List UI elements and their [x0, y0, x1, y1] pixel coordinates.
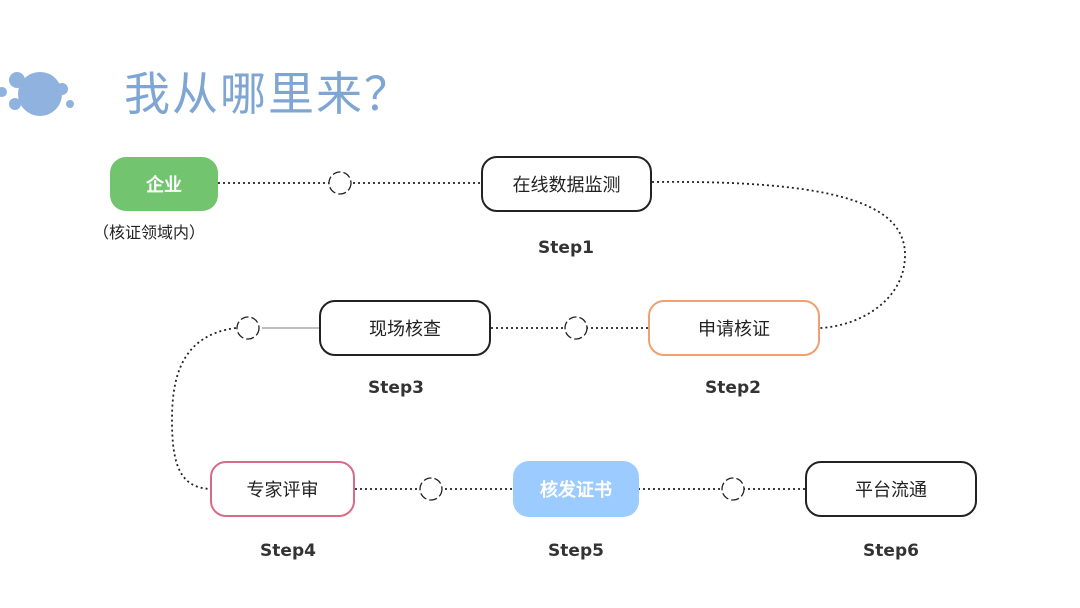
node-review[interactable]: 专家评审	[210, 461, 355, 517]
step-label-5: Step5	[548, 541, 604, 561]
step-label-6: Step6	[863, 541, 919, 561]
node-platform-label: 平台流通	[855, 480, 927, 501]
connector-node-4	[419, 477, 443, 501]
connector-node-2	[564, 316, 588, 340]
connector-inspect-review	[171, 327, 237, 490]
step-label-1: Step1	[538, 238, 594, 258]
connector-node-1	[328, 171, 352, 195]
step-label-2: Step2	[705, 378, 761, 398]
node-inspect-label: 现场核查	[369, 319, 441, 340]
step-label-3: Step3	[368, 378, 424, 398]
node-monitor-label: 在线数据监测	[512, 175, 621, 196]
step-label-4: Step4	[260, 541, 316, 561]
connector-node-3	[236, 316, 260, 340]
node-apply[interactable]: 申请核证	[648, 300, 820, 356]
node-certify-label: 核发证书	[540, 480, 612, 501]
node-apply-label: 申请核证	[698, 319, 770, 340]
node-monitor[interactable]: 在线数据监测	[481, 156, 652, 212]
node-enterprise[interactable]: 企业	[110, 157, 218, 211]
page-title: 我从哪里来？	[124, 67, 412, 121]
node-inspect[interactable]: 现场核查	[319, 300, 491, 356]
connector-node-5	[721, 477, 745, 501]
node-platform[interactable]: 平台流通	[805, 461, 977, 517]
node-review-label: 专家评审	[246, 480, 319, 501]
bubbles-icon	[0, 72, 74, 116]
node-enterprise-label: 企业	[146, 175, 182, 196]
node-certify[interactable]: 核发证书	[513, 461, 639, 517]
node-enterprise-caption: （核证领域内）	[93, 223, 206, 242]
